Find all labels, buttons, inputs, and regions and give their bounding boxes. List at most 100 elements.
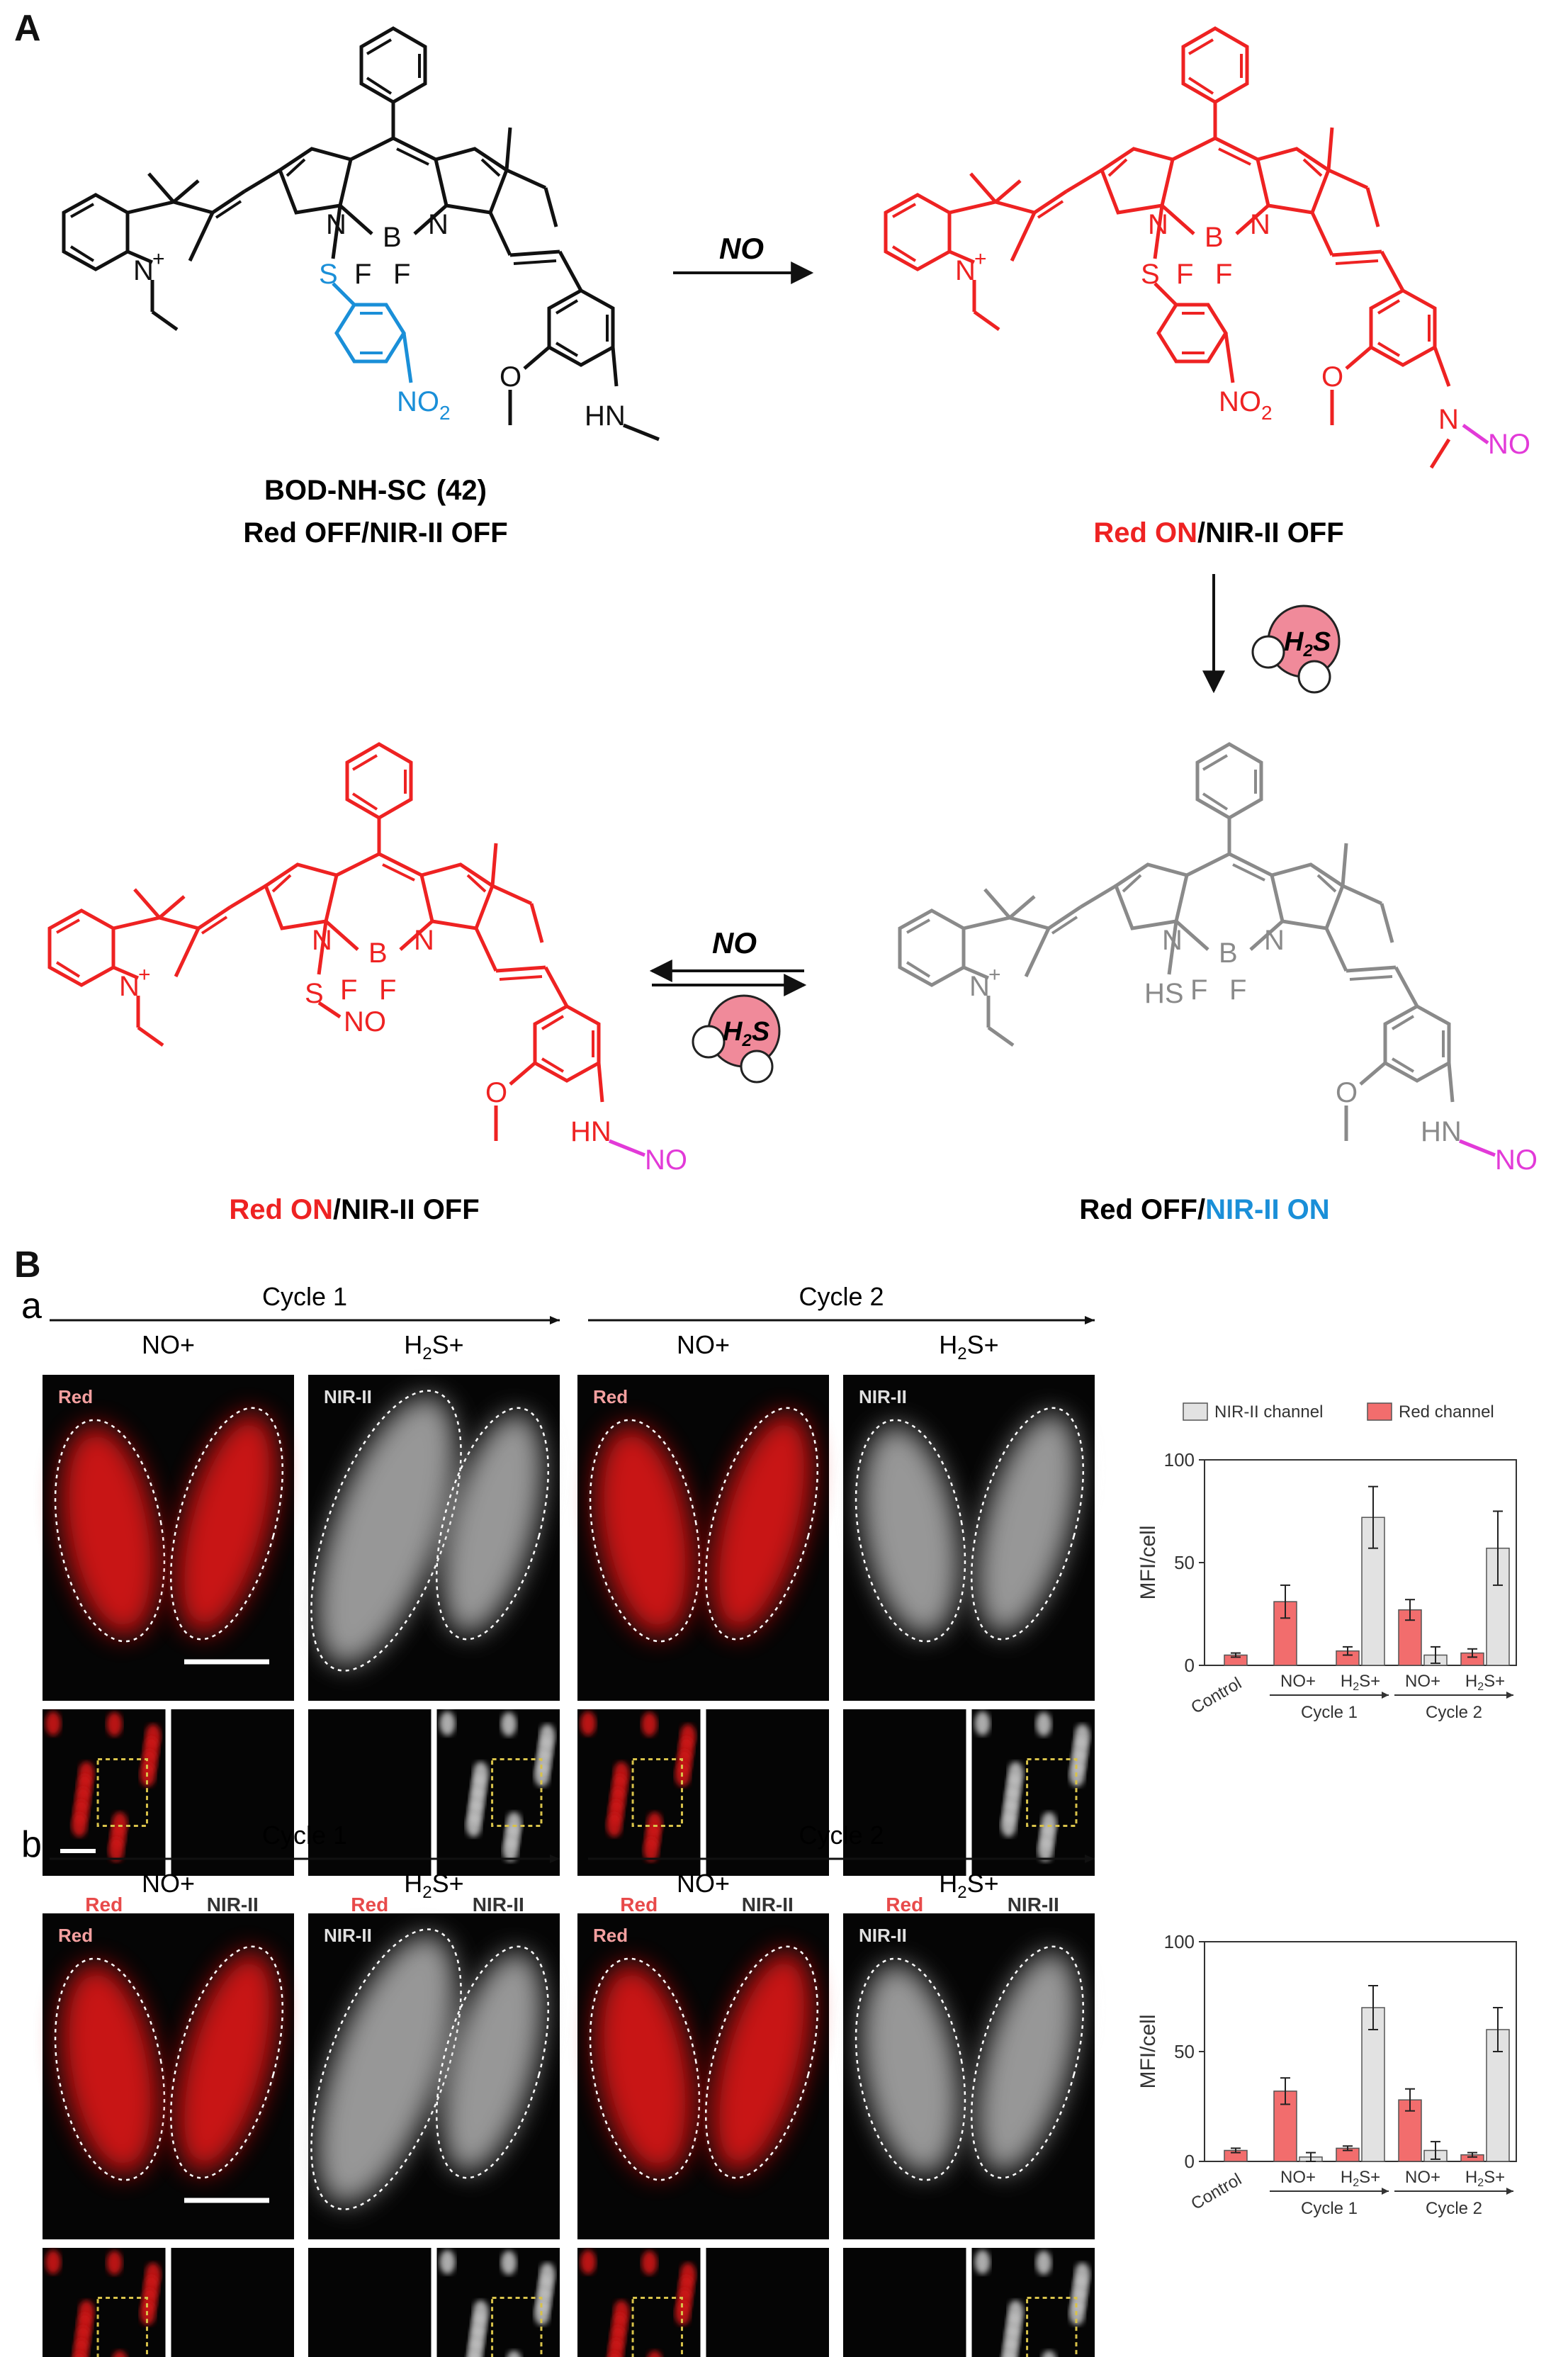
reagent-no-1: NO: [719, 232, 764, 265]
x-tick-label: H2S+: [1465, 2168, 1505, 2189]
svg-text:F: F: [1176, 259, 1193, 290]
legend-swatch: [1183, 1402, 1208, 1421]
molecule-3: [50, 744, 645, 1157]
thumb-cell: [467, 2351, 480, 2357]
svg-text:Red OFF/NIR-II OFF: Red OFF/NIR-II OFF: [243, 517, 507, 549]
thumb-cell: [106, 1712, 123, 1736]
cell-signal: [976, 1952, 1078, 2173]
thumbnail-caption: NIR-II: [742, 1894, 794, 1916]
cycle-arrow-head: [1085, 1316, 1095, 1324]
cell-signal: [861, 1425, 960, 1636]
cell-signal: [60, 1425, 159, 1636]
sub: 2: [1353, 1681, 1359, 1693]
h2s-molecule-icon-1: H2S: [1251, 604, 1341, 694]
svg-text:F: F: [393, 259, 410, 290]
y-tick-label: 0: [1185, 1655, 1195, 1676]
micro-thumbnail: [308, 2248, 432, 2357]
cond-sub: 2: [422, 1344, 432, 1363]
condition-label: H2S+: [939, 1330, 998, 1363]
cell-outline: [854, 1957, 966, 2181]
cell-signal: [441, 1413, 543, 1634]
x-tick-label: NO+: [1280, 1672, 1316, 1691]
thumb-cell: [466, 1813, 482, 1837]
thumb-cell: [580, 2250, 596, 2274]
x-tick-label: Control: [1188, 1674, 1245, 1718]
svg-text:O: O: [1336, 1077, 1358, 1108]
legend-label: NIR-II channel: [1214, 1402, 1323, 1422]
s: S+: [1359, 2168, 1380, 2187]
thumbnail-caption: Red: [620, 1894, 658, 1916]
image-channel-label: Red: [593, 1925, 628, 1946]
x-tick-label: NO+: [1280, 2168, 1316, 2187]
svg-text:NO: NO: [1488, 429, 1530, 460]
cond-s: S+: [432, 1330, 464, 1359]
roi-box: [1026, 2297, 1078, 2357]
legend-swatch: [1367, 1402, 1392, 1421]
y-tick-label: 100: [1164, 1449, 1195, 1470]
thumb-cell: [439, 1711, 456, 1736]
panel-b-letter: B: [14, 1244, 41, 1286]
thumb-cell: [72, 2351, 86, 2357]
molecule-1-atoms: N + N B N F F S NO 2 O HN: [133, 209, 626, 432]
svg-text:HN: HN: [1421, 1116, 1462, 1147]
image-channel-label: NIR-II: [324, 1386, 372, 1407]
thumbnail-caption: NIR-II: [1008, 1894, 1059, 1916]
group-arrow-head: [1506, 1692, 1513, 1699]
condition-label: NO+: [142, 1869, 195, 1898]
svg-text:NO: NO: [1495, 1144, 1538, 1176]
svg-text:N: N: [1250, 209, 1270, 240]
svg-text:O: O: [1321, 361, 1343, 393]
svg-text:B: B: [368, 938, 388, 969]
micro-thumbnail: [706, 1709, 829, 1876]
micro-thumbnail: [706, 2248, 829, 2357]
group-label: Cycle 1: [1301, 2199, 1358, 2218]
thumbnail-caption: NIR-II: [473, 1894, 524, 1916]
thumb-cell: [45, 1711, 61, 1736]
thumbnail-caption: Red: [351, 1894, 388, 1916]
h: H: [1341, 1672, 1353, 1691]
cell-signal: [595, 1964, 694, 2175]
sub: 2: [1353, 2177, 1359, 2189]
cell-outline: [54, 1419, 166, 1643]
condition-label: NO+: [677, 1869, 730, 1898]
roi-box: [491, 1758, 543, 1827]
svg-text:N: N: [326, 209, 346, 240]
svg-text:N: N: [1264, 925, 1285, 956]
y-axis-label: MFI/cell: [1136, 1526, 1160, 1600]
svg-text:Red OFF/NIR-II ON: Red OFF/NIR-II ON: [1079, 1194, 1329, 1225]
thumb-cell: [439, 2250, 456, 2274]
svg-text:N: N: [969, 971, 990, 1002]
svg-text:Red ON/NIR-II OFF: Red ON/NIR-II OFF: [229, 1194, 479, 1225]
cond-s: S+: [967, 1869, 999, 1898]
micro-thumbnail: [971, 1709, 1095, 1876]
thumb-cell: [45, 2250, 61, 2274]
group-arrow-head: [1382, 2188, 1389, 2195]
reaction-scheme: N + N B N F F S NO 2 O HN N + N B N F F …: [0, 0, 1538, 1225]
cycle-arrow-head: [550, 1316, 560, 1324]
svg-text:N: N: [428, 209, 449, 240]
group-label: Cycle 2: [1426, 2199, 1482, 2218]
cell-outline: [435, 1407, 550, 1641]
image-channel-label: NIR-II: [859, 1925, 907, 1946]
condition-label: H2S+: [404, 1330, 463, 1363]
roi-box: [1026, 1758, 1078, 1827]
svg-text:+: +: [138, 963, 151, 986]
image-channel-label: NIR-II: [859, 1386, 907, 1407]
cycle-label: Cycle 1: [262, 1821, 347, 1850]
image-channel-label: NIR-II: [324, 1925, 372, 1946]
svg-text:+: +: [988, 963, 1001, 986]
cell-signal: [595, 1425, 694, 1636]
thumb-cell: [974, 1711, 991, 1736]
cell-outline: [54, 1957, 166, 2181]
plot-frame: [1204, 1941, 1517, 2162]
svg-text:N: N: [1148, 209, 1168, 240]
cell-outline: [435, 1945, 550, 2179]
row-letter: b: [21, 1824, 42, 1865]
svg-text:N: N: [1162, 925, 1183, 956]
cell-outline: [704, 1945, 819, 2179]
panel-a-letter: A: [14, 8, 41, 49]
svg-text:F: F: [354, 259, 371, 290]
micro-thumbnail: [843, 2248, 966, 2357]
